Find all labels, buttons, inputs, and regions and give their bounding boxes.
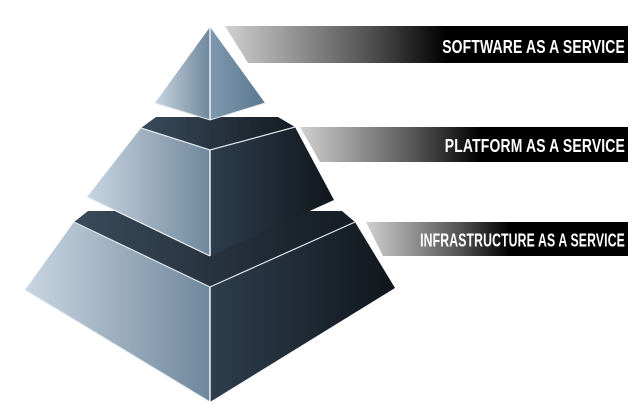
label-infrastructure-as-a-service: INFRASTRUCTURE AS A SERVICE: [420, 231, 625, 251]
label-platform-as-a-service: PLATFORM AS A SERVICE: [445, 136, 625, 156]
banner-infrastructure: INFRASTRUCTURE AS A SERVICE: [366, 222, 628, 256]
banner-platform: PLATFORM AS A SERVICE: [300, 127, 628, 162]
banner-software: SOFTWARE AS A SERVICE: [225, 26, 628, 63]
label-software-as-a-service: SOFTWARE AS A SERVICE: [442, 37, 625, 57]
pyramid-tier-software: [154, 27, 266, 121]
pyramid-tier-platform: [86, 117, 334, 257]
